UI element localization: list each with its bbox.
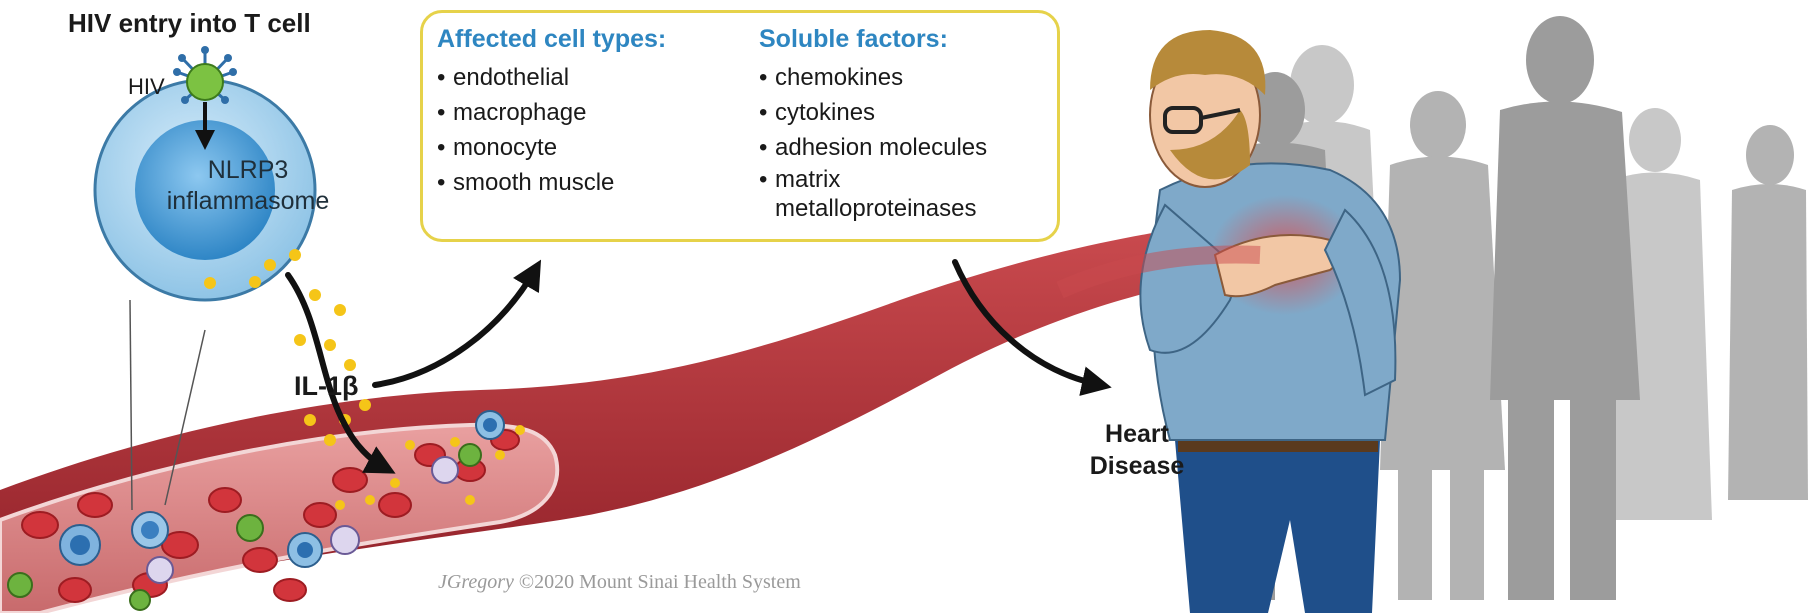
diagram-title: HIV entry into T cell bbox=[68, 8, 311, 39]
list-item: smooth muscle bbox=[437, 165, 666, 200]
list-item: adhesion molecules bbox=[759, 130, 987, 165]
nlrp3-label: NLRP3 inflammasome bbox=[138, 155, 358, 217]
list-item: macrophage bbox=[437, 95, 666, 130]
heart-disease-line1: Heart bbox=[1062, 418, 1212, 450]
soluble-list: chemokines cytokines adhesion molecules … bbox=[759, 60, 987, 223]
copyright-credit: JGregory ©2020 Mount Sinai Health System bbox=[438, 571, 801, 594]
soluble-factors-column: Soluble factors: chemokines cytokines ad… bbox=[759, 25, 987, 223]
nlrp3-line1: NLRP3 bbox=[138, 155, 358, 186]
affected-list: endothelial macrophage monocyte smooth m… bbox=[437, 60, 666, 200]
list-item: monocyte bbox=[437, 130, 666, 165]
artist-signature: JGregory bbox=[438, 571, 514, 593]
nlrp3-line2: inflammasome bbox=[138, 186, 358, 217]
heart-disease-label: Heart Disease bbox=[1062, 418, 1212, 482]
affected-cell-types-column: Affected cell types: endothelial macroph… bbox=[437, 25, 666, 200]
list-item: chemokines bbox=[759, 60, 987, 95]
factors-box: Affected cell types: endothelial macroph… bbox=[420, 10, 1060, 242]
list-item: cytokines bbox=[759, 95, 987, 130]
il1b-label: IL-1β bbox=[294, 371, 358, 402]
list-item-line2: metalloproteinases bbox=[775, 195, 976, 222]
list-item-line1: matrix bbox=[775, 166, 840, 193]
soluble-heading: Soluble factors: bbox=[759, 25, 987, 54]
list-item: matrix metalloproteinases bbox=[759, 165, 987, 223]
heart-disease-line2: Disease bbox=[1062, 450, 1212, 482]
hiv-label: HIV bbox=[128, 74, 165, 100]
list-item: endothelial bbox=[437, 60, 666, 95]
affected-heading: Affected cell types: bbox=[437, 25, 666, 54]
credit-text: ©2020 Mount Sinai Health System bbox=[514, 571, 801, 593]
